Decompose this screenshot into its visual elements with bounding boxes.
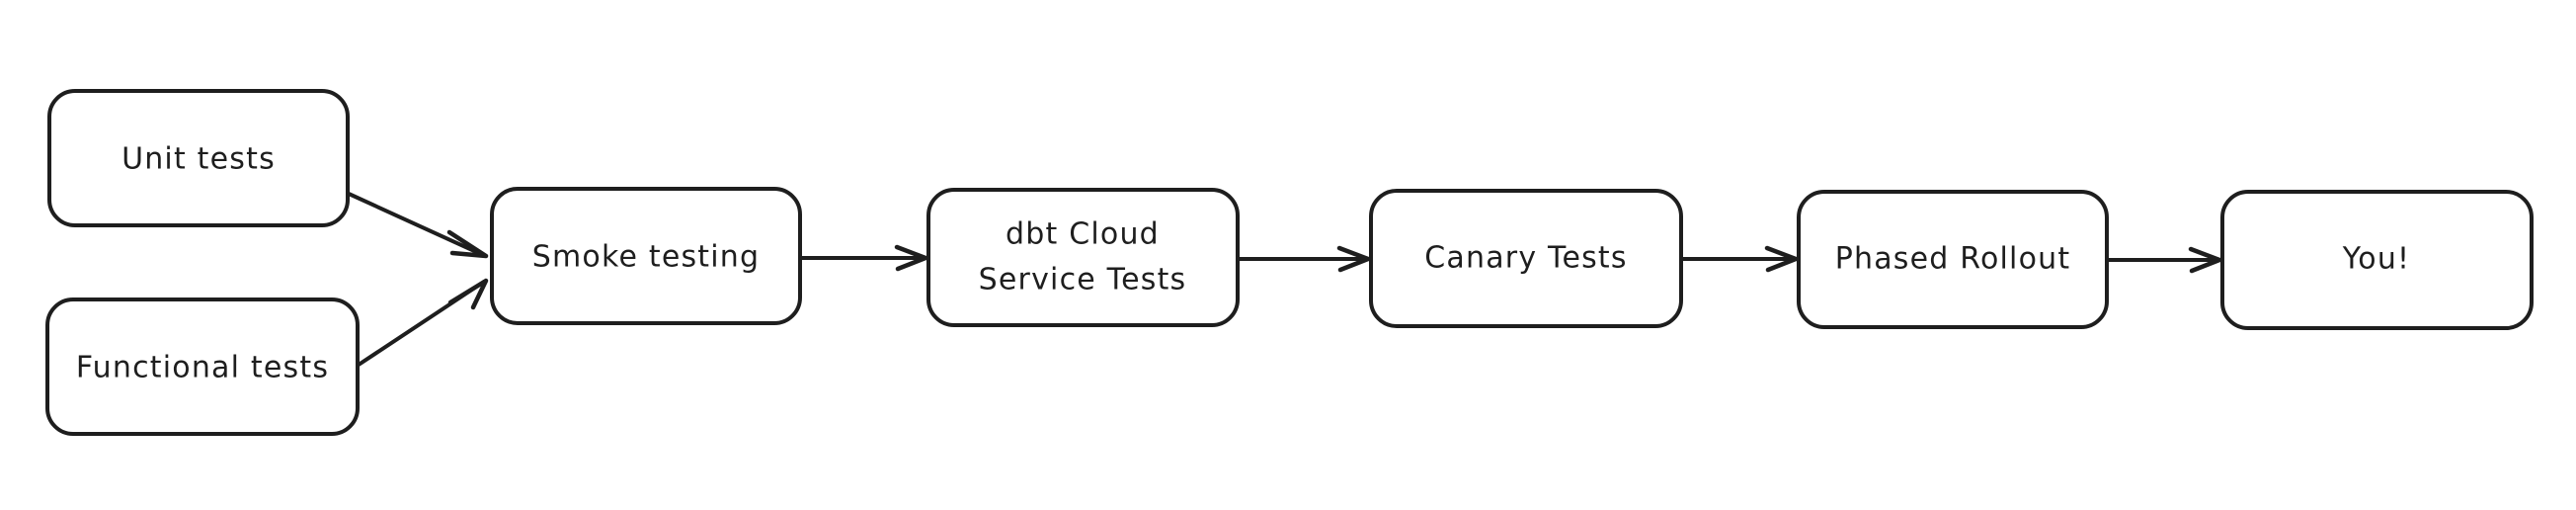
- edge-smoke-to-dbt: [800, 244, 928, 272]
- node-unit-tests[interactable]: Unit tests: [47, 89, 350, 227]
- node-functional-tests-shape[interactable]: [45, 298, 360, 436]
- edge-canary-to-phased: [1681, 245, 1799, 273]
- node-you[interactable]: You!: [2220, 190, 2534, 330]
- node-canary-tests[interactable]: Canary Tests: [1369, 189, 1683, 328]
- node-you-shape[interactable]: [2220, 190, 2534, 330]
- edge-functional-to-smoke: [357, 278, 489, 367]
- node-smoke-testing-shape[interactable]: [490, 187, 802, 325]
- node-phased-rollout-shape[interactable]: [1797, 190, 2109, 329]
- node-phased-rollout[interactable]: Phased Rollout: [1797, 190, 2109, 329]
- node-canary-tests-shape[interactable]: [1369, 189, 1683, 328]
- node-canary-tests-label: Canary Tests: [1424, 241, 1627, 276]
- node-dbt-cloud-service-tests-label-line1: dbt Cloud: [1006, 217, 1160, 252]
- node-phased-rollout-label: Phased Rollout: [1835, 242, 2071, 277]
- node-dbt-cloud-service-tests-shape[interactable]: [926, 188, 1240, 327]
- node-functional-tests[interactable]: Functional tests: [45, 298, 360, 436]
- node-dbt-cloud-service-tests-label-line2: Service Tests: [979, 263, 1187, 298]
- node-unit-tests-label: Unit tests: [121, 142, 276, 177]
- node-smoke-testing-label: Smoke testing: [532, 240, 761, 275]
- node-functional-tests-label: Functional tests: [76, 351, 329, 385]
- edge-dbt-to-canary: [1238, 245, 1371, 273]
- node-dbt-cloud-service-tests[interactable]: dbt Cloud Service Tests: [926, 188, 1240, 327]
- node-smoke-testing[interactable]: Smoke testing: [490, 187, 802, 325]
- node-unit-tests-shape[interactable]: [47, 89, 350, 227]
- edge-unit-to-smoke: [347, 192, 489, 259]
- edge-phased-to-you: [2107, 246, 2222, 274]
- node-you-label: You!: [2342, 242, 2411, 277]
